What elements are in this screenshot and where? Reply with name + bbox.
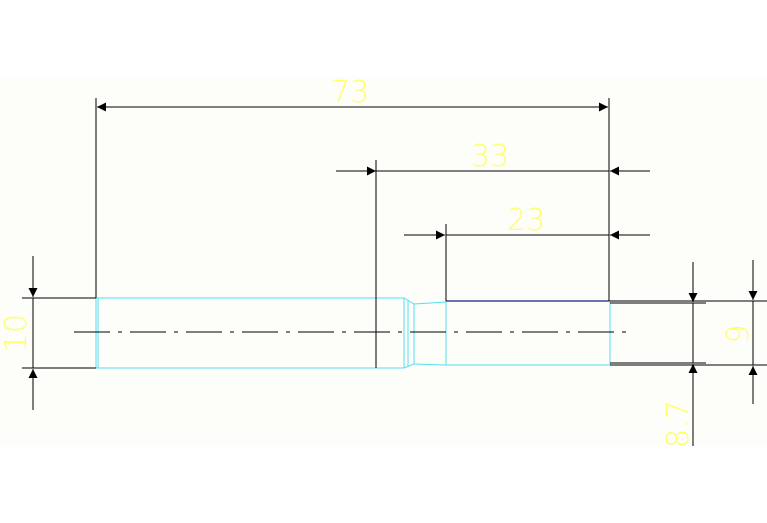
dim-23-label: 23 xyxy=(507,203,545,238)
dim-33-label: 33 xyxy=(471,139,509,174)
shaft-chamfer xyxy=(376,297,415,369)
dim-87-label: 8.7 xyxy=(661,400,696,448)
drawing-sheet xyxy=(0,76,767,446)
shaft-neck xyxy=(413,301,447,366)
dim-9-label: 9 xyxy=(721,324,756,343)
dimension-lines xyxy=(22,98,767,446)
shaft-part xyxy=(74,297,632,369)
dim-73-label: 73 xyxy=(331,75,369,110)
dim-10-label: 10 xyxy=(0,314,34,352)
dimension-labels: 73 33 23 10 9 8.7 xyxy=(0,75,756,448)
